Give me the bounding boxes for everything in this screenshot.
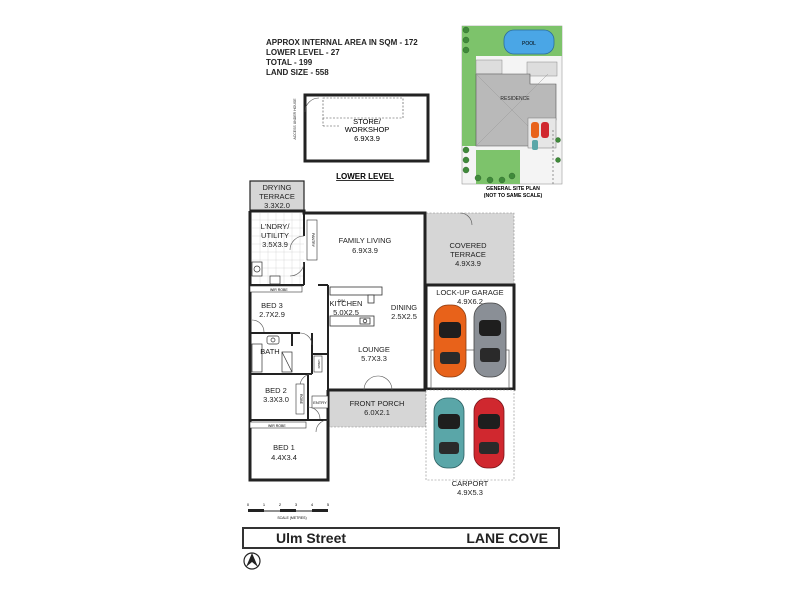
car-red [473,397,505,469]
kitchen-dims: 5.0X2.5 [333,308,359,317]
front-porch-dims: 6.0X2.1 [364,408,390,417]
garage-label: LOCK-UP GARAGE [436,288,503,297]
dishwasher-label: DW [338,298,345,303]
internal-area-text: APPROX INTERNAL AREA IN SQM - 172 [266,38,418,47]
garage-door-line [430,349,510,389]
site-grass-left [462,56,476,146]
entry-label: ENTRY [313,400,327,405]
scale-tick-5: 5 [327,502,330,507]
room-labels: DRYING TERRACE 3.3X2.0 L'NDRY/ UTILITY 3… [259,183,504,497]
scale-tick-0: 0 [247,502,250,507]
scale-label: SCALE (METRES) [277,516,306,520]
site-plan-caption: GENERAL SITE PLAN [486,186,540,192]
pantry-cupboard [306,219,318,261]
covered-terrace-label2: TERRACE [450,250,486,259]
front-porch-label: FRONT PORCH [350,399,405,408]
site-trees [462,26,561,184]
store-label: STORE/ [353,117,382,126]
kitchen-benches [329,286,383,327]
scale-tick-1: 1 [263,502,266,507]
laundry-dims: 3.5X3.9 [262,240,288,249]
bed3-dims: 2.7X2.9 [259,310,285,319]
land-size-text: LAND SIZE - 558 [266,68,329,77]
pool-shape [503,29,555,55]
scale-tick-4: 4 [311,502,314,507]
bed1-label: BED 1 [273,443,295,452]
family-living-label: FAMILY LIVING [339,236,392,245]
covered-terrace-area [425,212,515,286]
store-door-swing [304,97,320,113]
robe-bed2 [295,383,305,415]
bed1-dims: 4.4X3.4 [271,453,297,462]
store-workshop-room [303,93,430,163]
scale-tick-3: 3 [295,502,298,507]
bed2-label: BED 2 [265,386,287,395]
linen-label: LINEN [317,360,321,369]
linen-cupboard [313,355,323,373]
lower-level-caption: LOWER LEVEL [336,172,394,181]
kitchen-label: KITCHEN [330,299,363,308]
carport-label: CARPORT [452,479,489,488]
storage-shelves [322,97,404,119]
laundry-fixtures [251,261,281,285]
front-porch-area [328,389,427,428]
site-plan: POOL RESIDENCE GENERAL SITE PLAN (NOT TO… [461,25,563,199]
entry-box [311,395,329,409]
laundry-label: L'NDRY/ [261,222,291,231]
dining-dims: 2.5X2.5 [391,312,417,321]
suburb-name: LANE COVE [466,530,548,546]
wir-robe-bed3 [249,285,303,293]
interior-walls [250,213,329,421]
bed2-dims: 3.3X3.0 [263,395,289,404]
exterior-walls [248,209,427,482]
pantry-label: PANTRY [311,233,315,248]
drying-terrace-label2: TERRACE [259,192,295,201]
wir-robe-label-1: WIR ROBE [270,288,288,292]
drying-terrace-dims: 3.3X2.0 [264,201,290,210]
lower-level-area-text: LOWER LEVEL - 27 [266,48,340,57]
site-grass-front [476,150,520,184]
family-living-dims: 6.9X3.9 [352,246,378,255]
north-arrow-icon [243,552,261,570]
drying-terrace-area [249,180,305,212]
covered-terrace-dims: 4.9X3.9 [455,259,481,268]
laundry-label2: UTILITY [261,231,289,240]
wir-robe-label-2: WIR ROBE [268,424,286,428]
pool-label: POOL [522,41,536,47]
dining-label: DINING [391,303,417,312]
lounge-dims: 5.7X3.3 [361,354,387,363]
street-bar: Ulm Street LANE COVE [242,527,560,549]
garage-dims: 4.9X6.2 [457,297,483,306]
scale-bar: 0 1 2 3 4 5 SCALE (METRES) [247,502,330,520]
bath-label: BATH [260,347,279,356]
area-summary: APPROX INTERNAL AREA IN SQM - 172 LOWER … [266,38,418,78]
total-area-text: TOTAL - 199 [266,58,313,67]
street-name: Ulm Street [276,530,347,546]
scale-tick-2: 2 [279,502,282,507]
car-grey [473,302,507,378]
bath-fixtures [251,335,293,373]
drying-terrace-label: DRYING [262,183,291,192]
store-dims: 6.9X3.9 [354,134,380,143]
covered-terrace-label: COVERED [449,241,487,250]
car-orange [433,304,467,378]
lounge-label: LOUNGE [358,345,390,354]
bed3-label: BED 3 [261,301,283,310]
site-plan-subcaption: (NOT TO SAME SCALE) [484,193,543,199]
residence-label: RESIDENCE [500,96,530,102]
workshop-label: WORKSHOP [345,125,390,134]
wir-robe-bed1 [249,421,307,429]
car-teal [433,397,465,469]
lower-level-plan: ACCESS UNDER HOUSE STORE/ WORKSHOP 6.9X3… [293,93,430,181]
robe-label: ROBE [299,394,303,405]
access-note-text: ACCESS UNDER HOUSE [293,98,297,140]
carport-dims: 4.9X5.3 [457,488,483,497]
